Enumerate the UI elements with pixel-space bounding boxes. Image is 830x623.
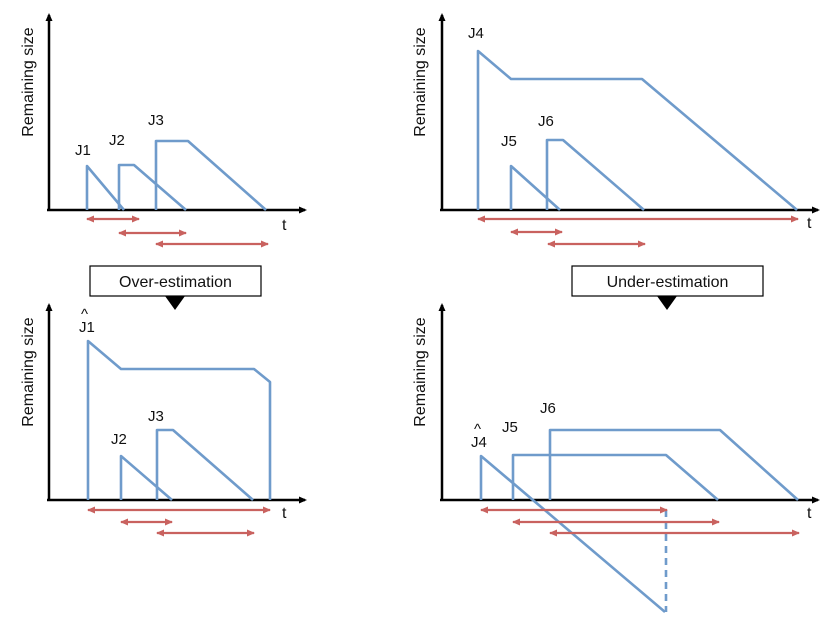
x-axis-label: t xyxy=(282,505,287,522)
label-j4-estimated: J4 xyxy=(471,434,487,451)
job-line-j6 xyxy=(548,428,799,501)
label-j6: J6 xyxy=(538,113,554,130)
hat-symbol: ^ xyxy=(474,421,481,438)
down-arrow-icon xyxy=(657,296,677,310)
down-arrow-icon xyxy=(165,296,185,310)
job-line-j2 xyxy=(117,163,187,211)
label-j2: J2 xyxy=(111,431,127,448)
caption-under-estimation: Under-estimation xyxy=(607,274,729,291)
label-j4: J4 xyxy=(468,25,484,42)
x-axis-label: t xyxy=(807,215,812,232)
caption-box xyxy=(89,265,262,297)
y-axis-label: Remaining size xyxy=(412,317,429,426)
panel-bottom-left: Remaining size t ^ J1 J2 J3 xyxy=(20,303,307,537)
job-line-j3 xyxy=(155,428,254,501)
job-line-j4 xyxy=(476,49,798,211)
label-j3: J3 xyxy=(148,408,164,425)
label-j5: J5 xyxy=(501,133,517,150)
y-axis-label: Remaining size xyxy=(20,317,37,426)
label-j1-estimated: J1 xyxy=(79,319,95,336)
job-line-j1 xyxy=(85,164,125,211)
x-axis-label: t xyxy=(282,217,287,234)
job-line-j5 xyxy=(511,453,719,501)
job-line-j5 xyxy=(509,164,561,211)
job-line-j2 xyxy=(119,454,173,501)
panel-bottom-right: Remaining size t ^ J4 J5 J6 xyxy=(412,303,820,613)
panel-top-right: Remaining size t J4 J5 J6 xyxy=(412,13,820,248)
label-j1: J1 xyxy=(75,142,91,159)
y-axis-label: Remaining size xyxy=(20,27,37,136)
under-estimation-caption: Under-estimation xyxy=(571,265,764,310)
label-j5: J5 xyxy=(502,419,518,436)
job-line-j4-estimated xyxy=(479,454,666,613)
job-line-j6 xyxy=(545,138,645,211)
label-j2: J2 xyxy=(109,132,125,149)
hat-symbol: ^ xyxy=(81,306,88,323)
label-j3: J3 xyxy=(148,112,164,129)
label-j6: J6 xyxy=(540,400,556,417)
over-estimation-caption: Over-estimation xyxy=(89,265,262,310)
caption-box xyxy=(571,265,764,297)
y-axis-label: Remaining size xyxy=(412,27,429,136)
panel-top-left: Remaining size t J1 J2 J3 xyxy=(20,13,307,248)
caption-over-estimation: Over-estimation xyxy=(119,274,232,291)
job-line-j3 xyxy=(154,139,267,211)
x-axis-label: t xyxy=(807,505,812,522)
job-line-j1-estimated xyxy=(86,339,272,500)
